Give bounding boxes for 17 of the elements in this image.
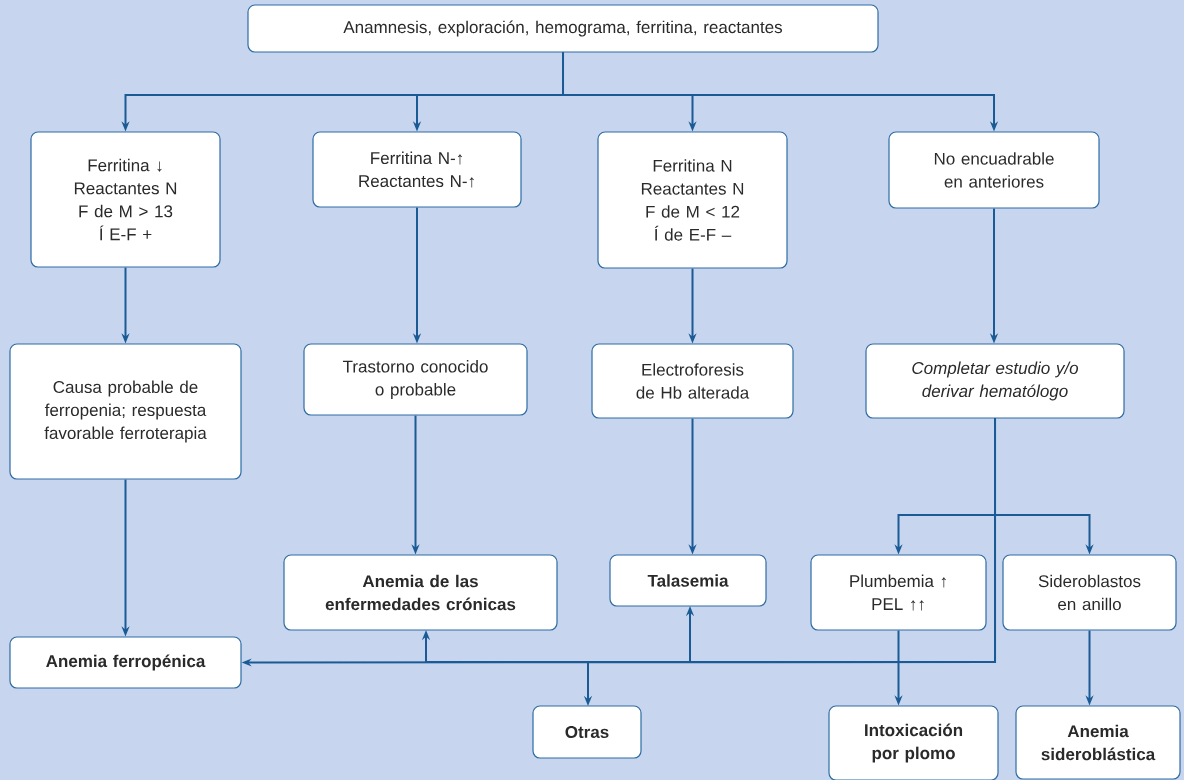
result-box: Otras xyxy=(532,705,642,759)
process-box: Plumbemia ↑ PEL ↑↑ xyxy=(810,554,987,631)
process-box: No encuadrable en anteriores xyxy=(888,131,1100,209)
result-box: Anemia ferropénica xyxy=(9,636,242,689)
result-box: Intoxicación por plomo xyxy=(828,705,999,780)
process-box: Electroforesis de Hb alterada xyxy=(591,343,794,419)
process-box: Trastorno conocido o probable xyxy=(303,343,528,416)
result-box: Anemia sideroblástica xyxy=(1015,705,1181,780)
process-box: Anamnesis, exploración, hemograma, ferritina, reactantes xyxy=(247,4,879,53)
process-box: Ferritina N-↑ Reactantes N-↑ xyxy=(312,131,522,208)
process-box: Sideroblastos en anillo xyxy=(1002,554,1177,631)
process-box: Causa probable de ferropenia; respuesta favorable ferroterapia xyxy=(9,343,242,480)
process-box: Completar estudio y/o derivar hematólogo xyxy=(865,343,1125,419)
result-box: Anemia de las enfermedades crónicas xyxy=(283,554,558,631)
process-box: Ferritina ↓ Reactantes N F de M > 13 Í E-F + xyxy=(30,131,221,268)
result-box: Talasemia xyxy=(609,554,767,607)
process-box: Ferritina N Reactantes N F de M < 12 Í de E-F – xyxy=(597,131,788,269)
